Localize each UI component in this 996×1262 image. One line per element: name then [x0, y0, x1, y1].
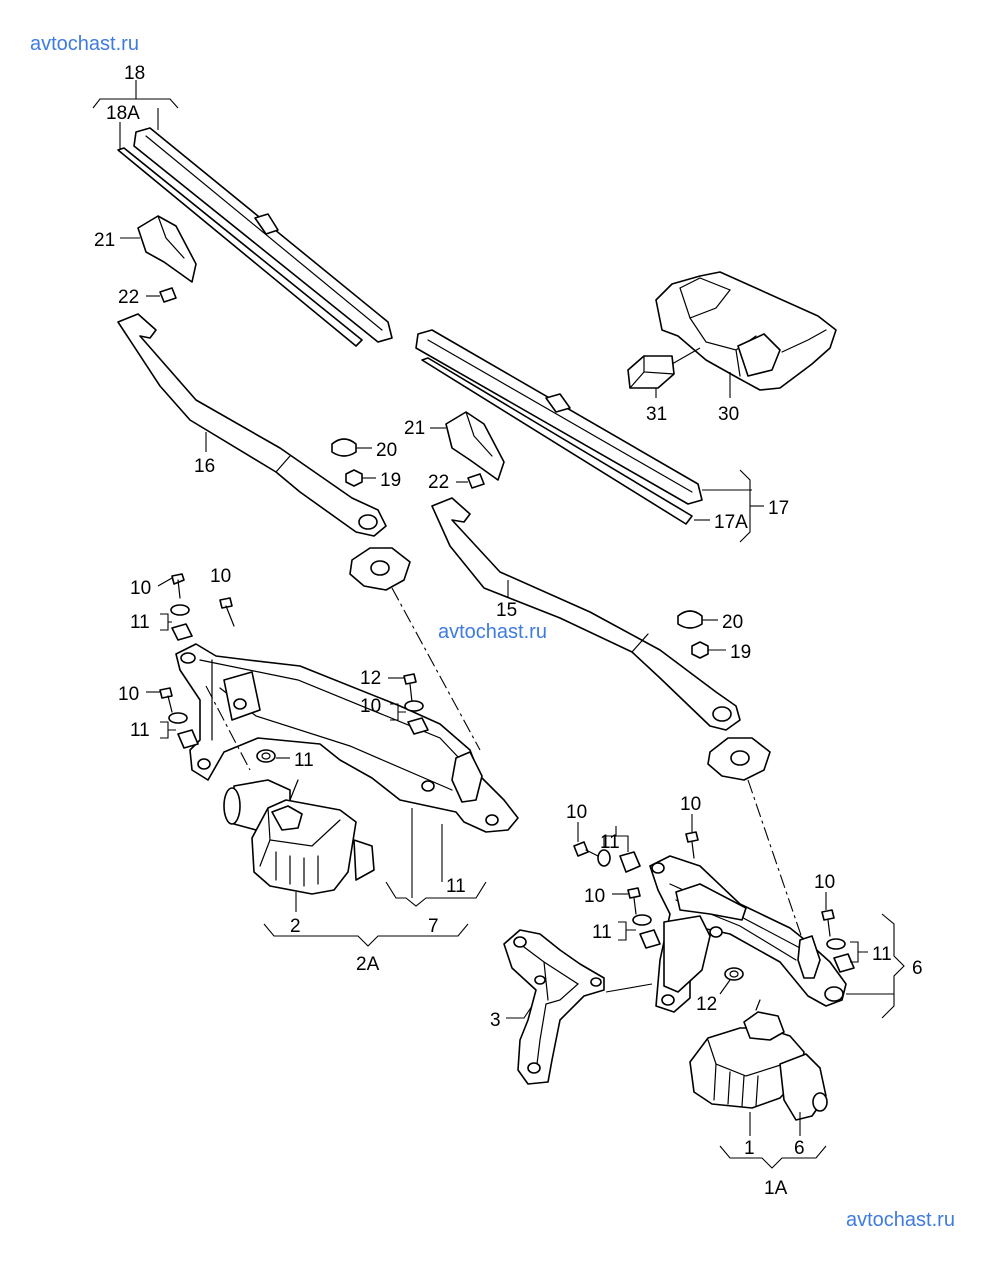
callout-6-bracket — [881, 913, 905, 1019]
bolt-10-a — [171, 573, 185, 599]
callout-6: 6 — [794, 1138, 805, 1159]
clip-right — [467, 473, 485, 489]
spindle-seal-left — [349, 547, 411, 591]
callout-1A-bracket — [719, 1145, 827, 1169]
callout-31: 31 — [646, 404, 667, 425]
callout-17A: 17A — [714, 512, 748, 533]
wiper-arm-right — [431, 497, 741, 731]
callout-11: 11 — [446, 876, 466, 897]
wiper-cover-cap-right — [445, 411, 505, 481]
washer-bushing-11-b — [168, 712, 199, 749]
wiper-motor-1 — [689, 999, 828, 1121]
arm-cap-right — [677, 610, 703, 629]
callout-10: 10 — [130, 578, 151, 599]
callout-20: 20 — [376, 440, 397, 461]
callout-18-bracket — [92, 80, 179, 150]
callout-22: 22 — [428, 472, 449, 493]
callout-19: 19 — [380, 470, 401, 491]
washer-bushing-11-c — [404, 700, 429, 735]
watermark: avtochast.ru — [30, 33, 139, 55]
washer-bushing-11-f — [826, 938, 855, 973]
wiper-blade-right — [415, 329, 703, 525]
callout-16: 16 — [194, 456, 215, 477]
callout-10: 12 — [360, 668, 381, 689]
callout-2A: 2A — [356, 954, 380, 975]
wiper-linkage-right — [649, 855, 847, 1013]
callout-10: 10 — [566, 802, 587, 823]
wiper-cover-cap-left — [137, 215, 197, 283]
callout-22: 22 — [118, 287, 139, 308]
nut-12-left — [256, 749, 276, 763]
watermark: avtochast.ru — [438, 621, 547, 643]
control-module — [655, 271, 837, 391]
callout-21: 21 — [404, 418, 425, 439]
callout-12: 11 — [294, 750, 314, 771]
bolt-10-e — [573, 841, 599, 857]
clip-left — [159, 287, 177, 303]
callout-2: 2 — [290, 916, 301, 937]
callout-2A-bracket — [263, 923, 469, 947]
callout-7-bracket — [385, 808, 487, 907]
bolt-10-h — [821, 909, 835, 937]
bolt-10-b — [219, 597, 235, 627]
callout-18A: 18A — [106, 103, 140, 124]
bolt-10-c — [159, 687, 173, 713]
bolt-10-f — [685, 831, 699, 859]
callout-10: 10 — [118, 684, 139, 705]
callout-15: 15 — [496, 600, 517, 621]
callout-18: 18 — [124, 63, 145, 84]
callout-20: 20 — [722, 612, 743, 633]
callout-11: 10 — [360, 696, 381, 717]
callout-6: 6 — [912, 958, 923, 979]
callout-11: 11 — [872, 944, 892, 965]
callout-10: 10 — [584, 886, 605, 907]
mounting-bracket-3 — [503, 929, 605, 1085]
wiper-blade-left — [117, 127, 393, 347]
callout-3: 3 — [490, 1010, 501, 1031]
nut-12-right — [724, 967, 744, 981]
callout-11: 11 — [600, 832, 620, 853]
callout-10: 10 — [680, 794, 701, 815]
wiper-arm-left — [117, 313, 387, 537]
washer-bushing-11-d — [597, 849, 641, 873]
callout-30: 30 — [718, 404, 739, 425]
callout-17-bracket — [694, 469, 764, 543]
bolt-10-g — [627, 887, 641, 915]
washer-bushing-11-a — [170, 604, 193, 641]
bolt-10-d — [403, 673, 417, 703]
wiper-motor-2 — [223, 779, 375, 895]
arm-nut-right — [691, 641, 709, 659]
wiper-linkage-left — [175, 643, 519, 833]
callout-1A: 1A — [764, 1178, 788, 1199]
callout-1: 1 — [744, 1138, 755, 1159]
callout-11: 11 — [592, 922, 612, 943]
callout-17: 17 — [768, 498, 789, 519]
callout-11: 11 — [130, 720, 150, 741]
callout-19: 19 — [730, 642, 751, 663]
arm-nut-left — [345, 469, 363, 487]
arm-cap-left — [331, 438, 357, 457]
callout-10: 10 — [210, 566, 231, 587]
connector-plug — [627, 355, 675, 389]
callout-21: 21 — [94, 230, 115, 251]
callout-11: 11 — [130, 612, 150, 633]
spindle-seal-right — [707, 737, 771, 781]
watermark: avtochast.ru — [846, 1209, 955, 1231]
callout-12: 12 — [696, 994, 717, 1015]
callout-10: 10 — [814, 872, 835, 893]
washer-bushing-11-e — [632, 914, 661, 949]
callout-7: 7 — [428, 916, 439, 937]
